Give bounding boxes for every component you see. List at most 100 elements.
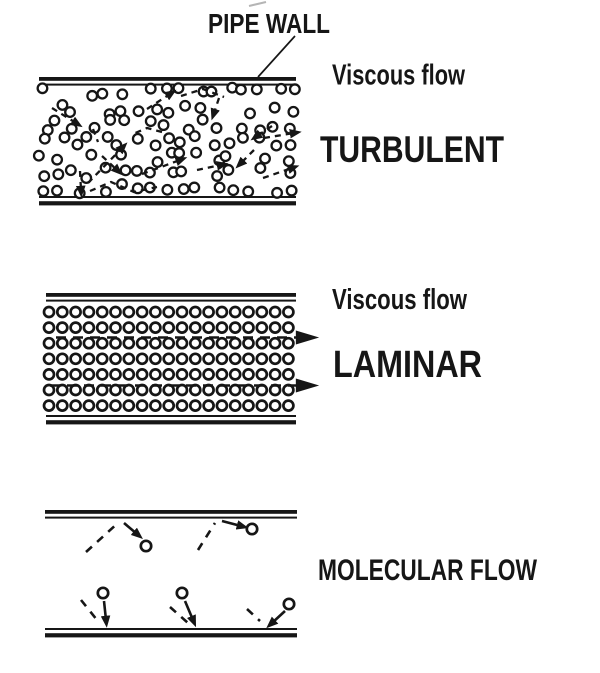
gas-molecule <box>282 321 295 334</box>
gas-molecule <box>95 321 109 334</box>
gas-molecule <box>36 82 49 95</box>
gas-molecule <box>175 305 189 319</box>
turbulent-arrow <box>141 156 188 176</box>
gas-molecule <box>55 352 69 366</box>
gas-molecule <box>42 321 56 334</box>
gas-molecule <box>162 399 176 412</box>
viscous-flow-label-laminar: Viscous flow <box>332 284 468 316</box>
gas-molecule <box>228 352 242 366</box>
gas-molecule <box>179 99 192 112</box>
gas-molecule <box>162 368 176 381</box>
gas-molecule <box>42 352 56 366</box>
gas-molecule <box>255 336 269 350</box>
gas-molecule <box>268 368 282 381</box>
gas-molecule <box>109 321 122 334</box>
gas-molecule <box>109 368 122 381</box>
gas-molecule <box>55 383 69 397</box>
gas-molecule <box>69 399 82 412</box>
gas-molecule <box>71 138 84 151</box>
gas-molecule <box>285 184 298 197</box>
gas-molecule <box>109 336 122 350</box>
gas-molecule <box>104 113 117 126</box>
pipe-wall-line <box>46 293 296 297</box>
pipe-wall-line <box>46 299 296 302</box>
gas-molecule <box>130 164 143 177</box>
gas-molecule <box>259 152 271 165</box>
gas-molecule <box>55 336 69 350</box>
pipe-wall-label: PIPE WALL <box>208 8 330 39</box>
gas-molecule <box>245 522 259 536</box>
gas-molecule <box>96 87 109 100</box>
gas-molecule <box>162 383 176 397</box>
gas-molecule <box>188 321 202 334</box>
molecule-trajectory-dashed <box>79 599 99 621</box>
gas-molecule <box>211 170 224 182</box>
gas-molecule <box>38 170 51 183</box>
pipe-wall-line <box>39 196 296 198</box>
gas-molecule <box>215 368 229 381</box>
gas-molecule <box>175 399 189 412</box>
gas-molecule <box>162 352 176 366</box>
gas-molecule <box>109 305 122 319</box>
gas-molecule <box>175 586 189 600</box>
gas-molecule <box>55 368 69 381</box>
gas-molecule <box>157 119 170 132</box>
gas-molecule <box>235 122 248 135</box>
gas-molecule <box>268 336 282 350</box>
gas-molecule <box>282 305 295 319</box>
gas-molecule <box>228 399 242 412</box>
gas-molecule <box>69 352 82 366</box>
gas-molecule <box>73 187 86 200</box>
pipe-wall-line <box>39 201 296 206</box>
gas-molecule <box>162 321 176 334</box>
gas-molecule <box>288 83 301 96</box>
gas-molecule <box>122 399 136 412</box>
gas-molecule <box>135 368 149 381</box>
gas-molecule <box>95 352 109 366</box>
gas-molecule <box>255 368 269 381</box>
gas-molecule <box>282 399 295 412</box>
gas-molecule <box>202 305 215 319</box>
gas-molecule <box>109 399 122 412</box>
gas-molecule <box>101 130 114 143</box>
gas-molecule <box>202 321 215 334</box>
gas-molecule <box>95 368 109 381</box>
gas-molecule <box>282 368 295 381</box>
gas-molecule <box>42 399 56 412</box>
gas-molecule <box>58 131 71 144</box>
scan-smudge-mark <box>248 1 267 7</box>
gas-molecule <box>95 336 109 350</box>
gas-molecule <box>254 162 267 175</box>
gas-molecule <box>219 150 232 163</box>
turbulent-arrow <box>101 155 123 176</box>
gas-molecule <box>242 383 255 397</box>
turbulent-arrow <box>235 149 255 169</box>
gas-molecule <box>163 132 176 145</box>
gas-molecule <box>236 131 249 144</box>
gas-molecule <box>55 321 69 334</box>
gas-molecule <box>250 83 263 96</box>
gas-molecule <box>38 132 51 145</box>
molecule-velocity-arrow <box>266 610 286 629</box>
gas-molecule <box>110 139 123 151</box>
turbulent-arrow <box>196 161 229 172</box>
gas-molecule <box>175 368 189 381</box>
gas-molecule <box>55 305 69 319</box>
gas-molecule <box>162 305 176 319</box>
gas-molecule <box>151 103 164 116</box>
gas-molecule <box>173 147 186 160</box>
gas-molecule <box>202 336 215 350</box>
molecule-velocity-arrow <box>183 600 197 628</box>
gas-molecule <box>82 336 96 350</box>
gas-molecule <box>139 539 153 553</box>
molecule-trajectory-dashed <box>85 521 120 553</box>
gas-molecule <box>144 115 157 128</box>
gas-molecule <box>95 305 109 319</box>
gas-molecule <box>196 113 209 126</box>
gas-molecule <box>194 101 207 114</box>
molecule-velocity-arrow <box>100 600 111 628</box>
gas-molecule <box>175 383 189 397</box>
molecule-trajectory-dashed <box>196 522 217 551</box>
gas-molecule <box>116 178 128 191</box>
gas-molecule <box>82 399 96 412</box>
